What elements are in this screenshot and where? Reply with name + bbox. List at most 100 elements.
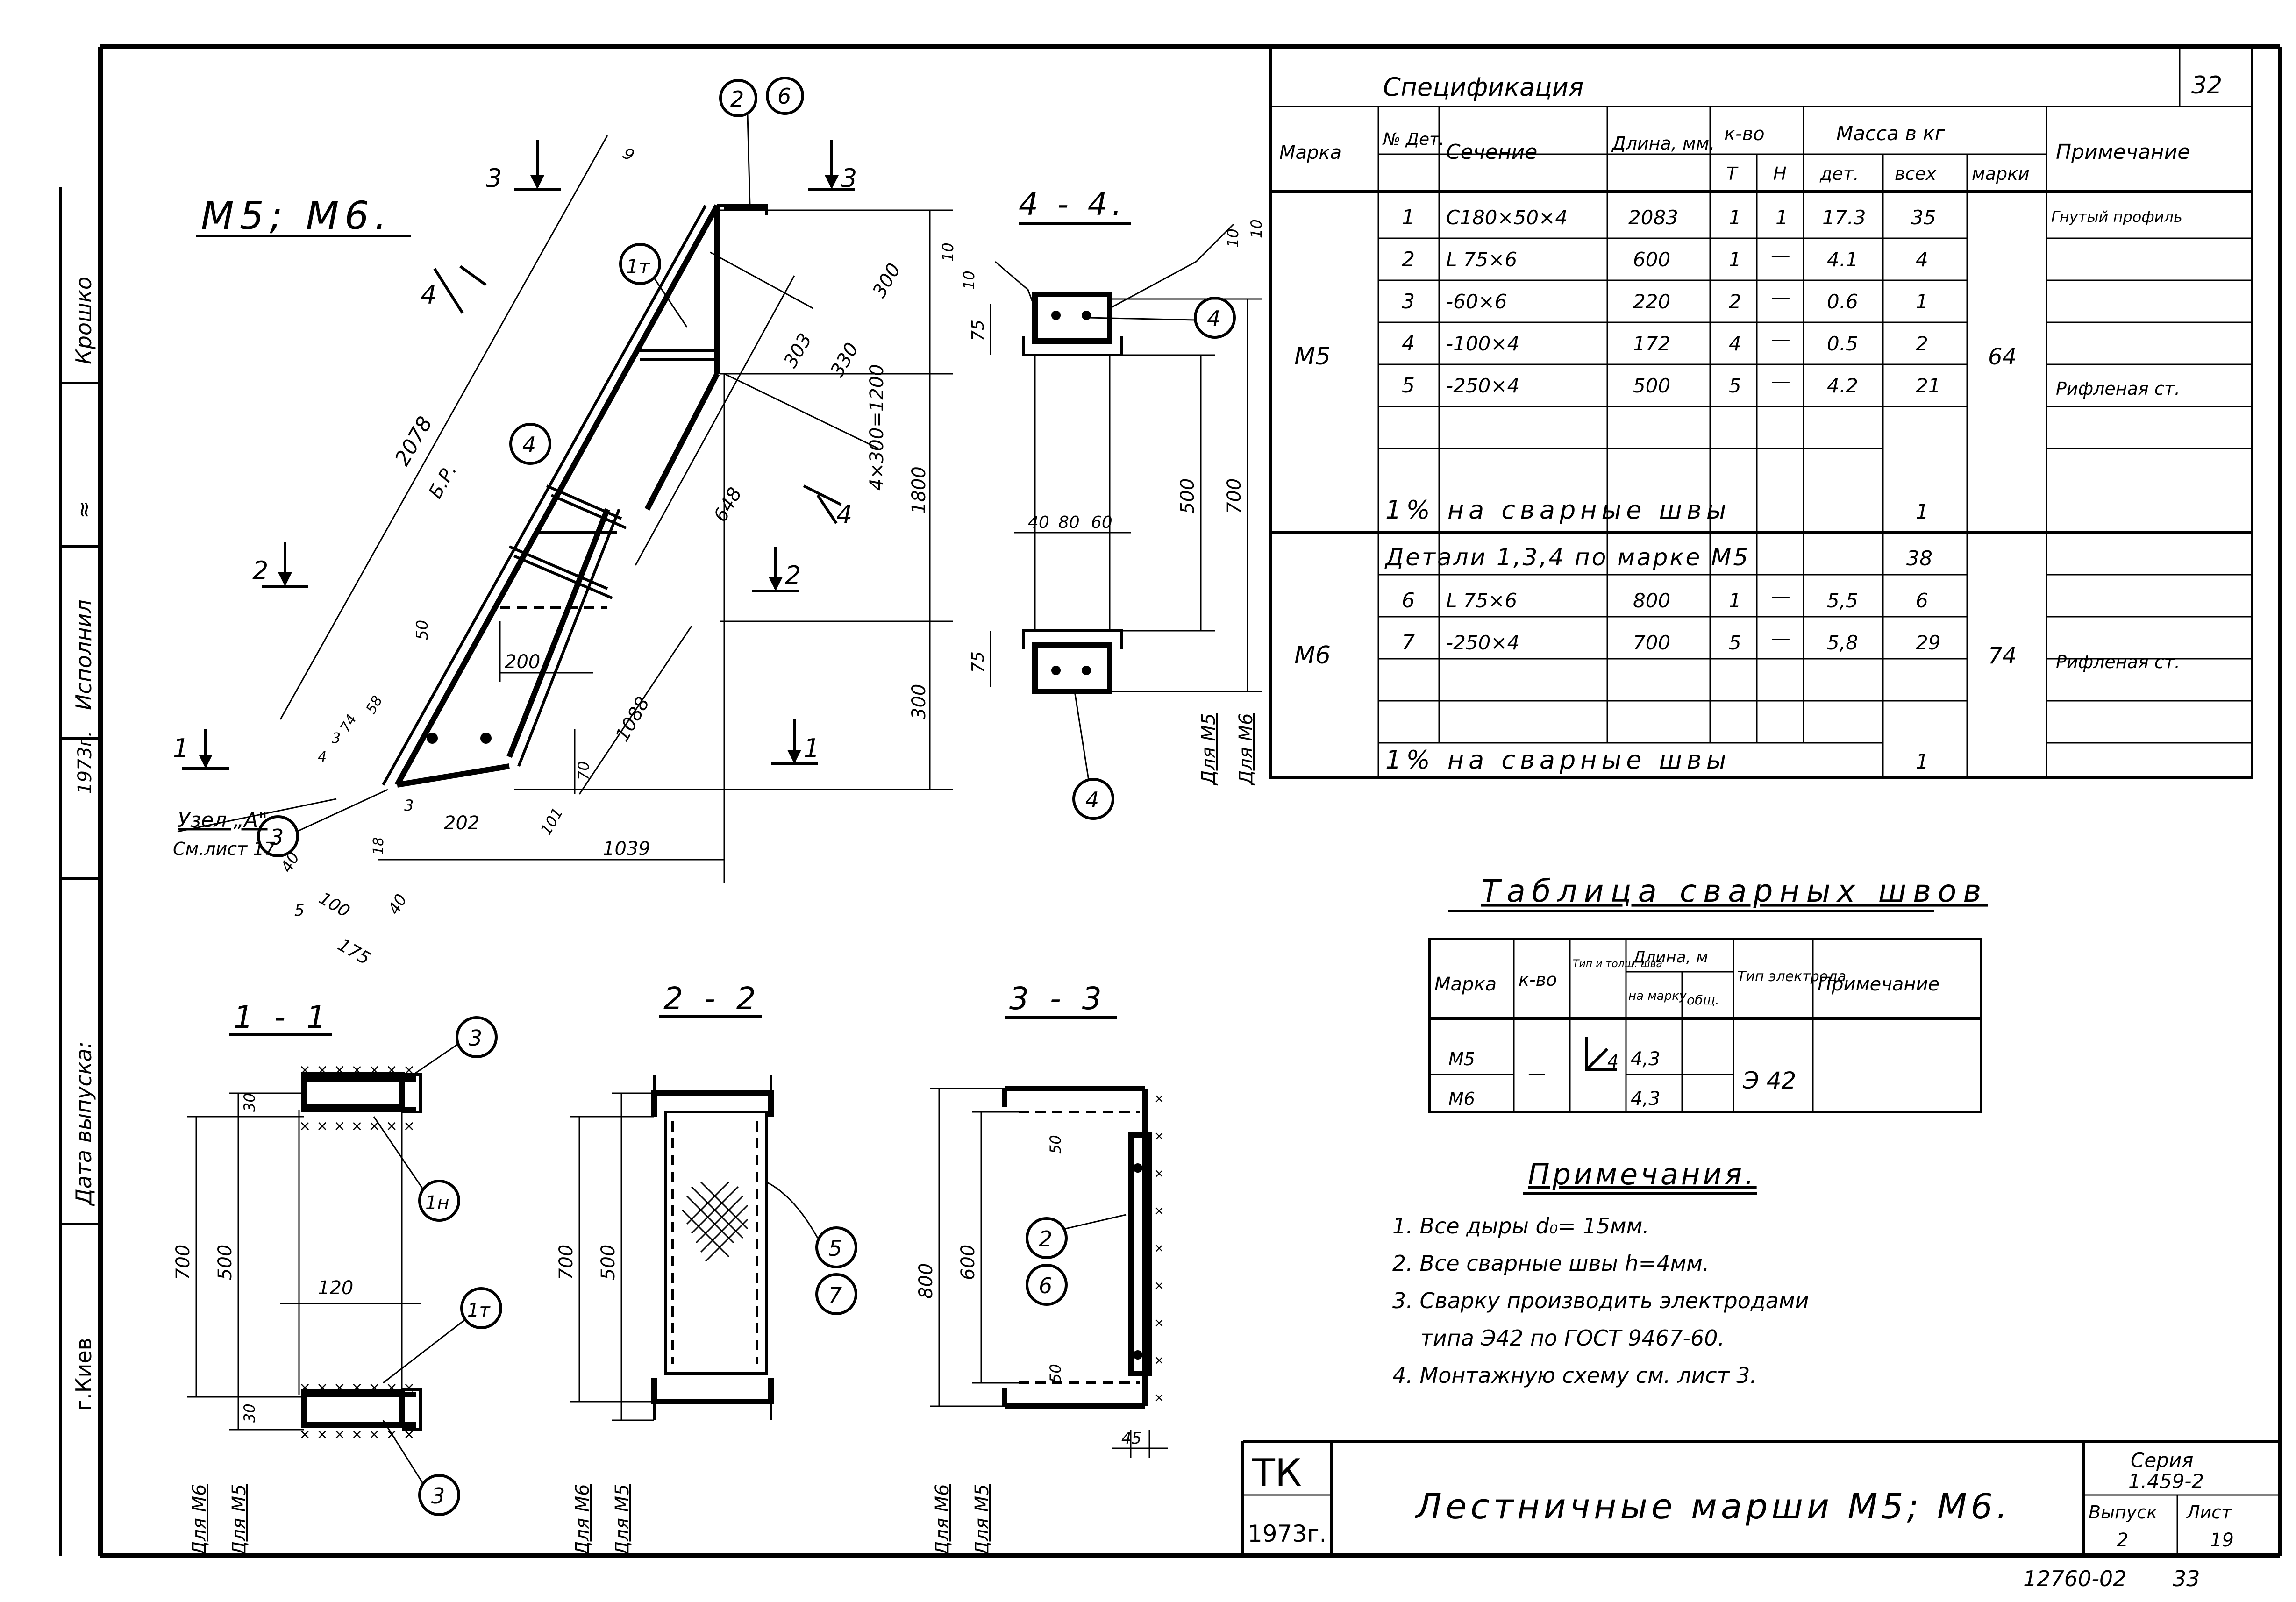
dim-label: 50 [1047,1135,1064,1154]
spec-cell-mass-all: 29 [1916,631,1940,654]
spec-row: 5 -250×4 500 5 — 4.2 21 Рифленая ст. [1402,370,2180,399]
balloon-2: 2 [730,86,744,112]
issue-value: 2 [2117,1530,2128,1551]
title-year: 1973г. [1248,1520,1326,1547]
bolt-dot [480,733,492,744]
spec-cell-t: 5 [1729,631,1741,654]
spec-cell-det: 3 [1402,290,1415,313]
spec-cell-mass-det: 4.1 [1827,248,1858,271]
spec-cell-mass-det: 17.3 [1822,206,1866,229]
note-item: 4. Монтажную схему см. лист 3. [1392,1363,1757,1388]
balloon-3: 3 [469,1025,482,1051]
balloon-5: 5 [828,1236,842,1261]
dim-label: 10 [939,242,957,262]
cut-label: 1 [173,733,189,763]
weld-cross-column: × [1154,1204,1164,1218]
series-value: 1.459-2 [2128,1470,2204,1493]
spec-cell-det: 5 [1402,374,1415,398]
dim-label: 18 [371,837,387,855]
spec-header-note: Примечание [2056,140,2190,164]
note-item: типа Э42 по ГОСТ 9467-60. [1420,1325,1725,1351]
spec-cell-t: 1 [1729,248,1741,271]
dim-label: 70 [575,761,592,780]
spec-row: 1 С180×50×4 2083 1 1 17.3 35 Гнутый проф… [1402,206,2182,229]
spec-cell-n: — [1771,285,1790,308]
spec-cell-mass-all: 6 [1916,589,1928,612]
balloon-3: 3 [270,825,284,850]
spec-cell-length: 220 [1633,290,1670,313]
dim-label: 600 [957,1245,979,1280]
spec-weld-row-text: 1% на сварные швы [1385,495,1731,525]
spec-cell-det: 4 [1402,332,1415,356]
weld-cross-column: × [1154,1316,1164,1330]
stamp-year: 1973г. [74,731,96,794]
spec-cell-n: 1 [1775,206,1788,229]
balloon-2: 2 [1039,1226,1052,1252]
spec-cell-note: Рифленая ст. [2056,652,2180,672]
dim-label: 1800 [908,466,930,514]
sheet-value: 19 [2210,1530,2234,1551]
dim-label: 80 [1058,513,1080,532]
section-4-4-label: 4 - 4. [1019,186,1127,222]
weld-cross: ××××××× [299,1426,421,1443]
spec-cell-n: — [1771,328,1790,350]
spec-cell-length: 500 [1633,374,1670,397]
dim-label: 100 [316,889,353,921]
bolt-dot [1051,666,1061,675]
dim-label: 10 [1224,228,1242,248]
bolt-dot [1133,1350,1142,1360]
balloon-4: 4 [522,432,536,457]
spec-cell-length: 172 [1633,332,1670,355]
dim-label: 3 [404,797,414,814]
balloon-1t: 1т [626,255,651,278]
dim-label: 330 [827,339,863,381]
weld-row-type: 4 [1607,1051,1619,1072]
bolt-dot [427,733,438,744]
dim-label: 101 [537,805,566,838]
weld-cross-column: × [1154,1092,1164,1106]
dim-label: 500 [214,1245,236,1280]
notes-title: Примечания. [1528,1157,1757,1191]
spec-cell-section: L 75×6 [1446,248,1517,271]
spec-header-mass-mark: марки [1972,164,2030,184]
dim-label: 45 [1121,1429,1141,1448]
cut-label: 4 [421,280,436,310]
sheet-frame [98,44,2282,1558]
side-label: Для М6 [932,1484,953,1557]
weld-row-mark: М5 [1448,1049,1475,1069]
spec-header-det: № Дет. [1382,130,1445,149]
notes-block: Примечания. 1. Все дыры d₀= 15мм. 2. Все… [1392,1157,1809,1388]
spec-cell-mass-det: 5,5 [1827,589,1858,612]
spec-mark-m6: М6 [1294,641,1331,669]
weld-dash: — [1528,1063,1546,1083]
cut-label: 2 [785,561,801,590]
stamp-signature: ≈ [71,500,96,519]
weld-header-length: Длина, м [1632,948,1708,967]
dim-label: 175 [335,934,374,969]
dim-label: 10 [960,271,978,290]
cut-label: 3 [841,164,857,193]
cut-arrow [530,175,544,189]
spec-cell-t: 4 [1729,332,1741,355]
spec-table: Спецификация 32 Марка № Дет. Сечение Дли… [1269,45,2253,779]
spec-weld-row-mass: 1 [1916,500,1929,524]
side-label: Для М6 [189,1484,210,1557]
spec-cell-note: Гнутый профиль [2051,208,2182,226]
weld-electrode: Э 42 [1742,1067,1796,1094]
spec-ref-row-mass: 38 [1906,547,1932,570]
dim-label: 50 [1047,1364,1064,1383]
drawing-title: Лестничные марши М5; М6. [1414,1487,2011,1527]
bolt-dot [1133,1163,1142,1173]
spec-cell-det: 1 [1402,206,1415,229]
spec-cell-mass-all: 35 [1911,206,1936,229]
spec-mass-mark-m6: 74 [1988,643,2017,669]
cut-label: 3 [486,164,502,193]
dim-label: 700 [1224,478,1245,514]
note-item: 2. Все сварные швы h=4мм. [1392,1251,1710,1276]
spec-header-length: Длина, мм. [1611,133,1715,154]
dim-label: 58 [363,693,386,717]
spec-cell-t: 1 [1729,206,1741,229]
spec-cell-mass-det: 0.5 [1827,332,1858,355]
weld-table: Таблица сварных швов Марка к-во Тип и то… [1428,873,1982,1113]
